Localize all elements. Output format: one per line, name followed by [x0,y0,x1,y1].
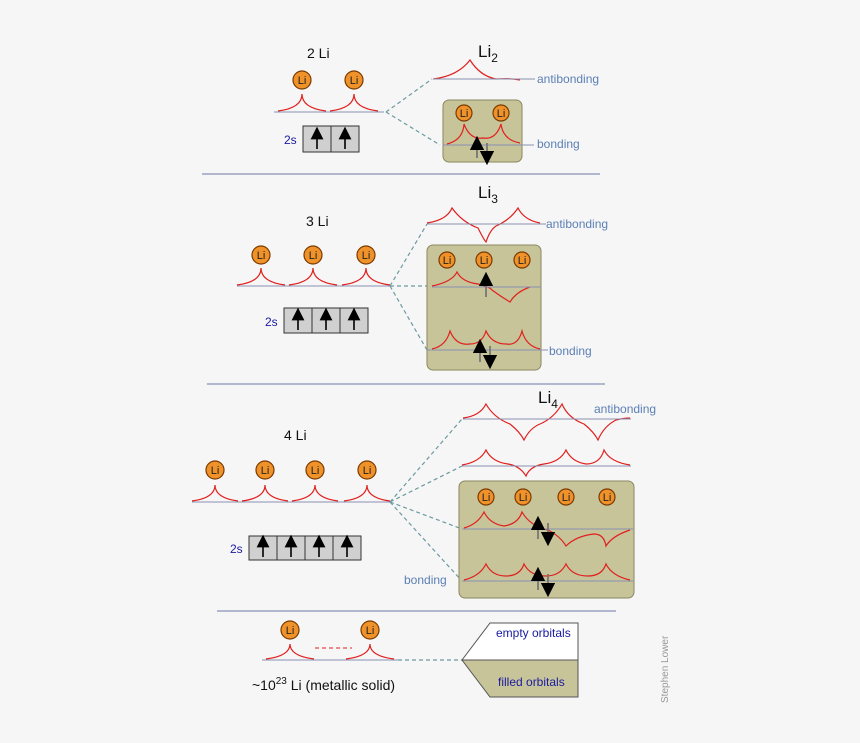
atom: Li [455,104,473,122]
atom: Li [357,460,377,480]
atom-label: Li [286,625,295,637]
atom-label: Li [603,492,612,504]
atom: Li [280,620,300,640]
atom: Li [292,70,312,90]
antibonding-label: antibonding [537,72,599,86]
atom: Li [438,251,456,269]
bonding-box [426,244,542,371]
atom: Li [360,620,380,640]
atom: Li [305,460,325,480]
atom-label: Li [497,108,506,120]
orbital-curve [277,93,327,112]
connector [385,78,433,113]
atom: Li [492,104,510,122]
bonding-box [442,99,523,163]
orbital-curve [288,267,338,286]
atom: Li [557,488,575,506]
orbital-curve [191,484,239,502]
empty-orbitals-label: empty orbitals [496,626,571,640]
section-li3: 3 Li Li Li Li 2s Li3 antibonding Li Li L… [236,183,608,371]
antibonding-curve [426,206,541,244]
atom-label: Li [261,465,270,477]
connector [389,465,463,503]
atom: Li [255,460,275,480]
atom-label: Li [480,255,489,267]
orbital-curve [241,484,289,502]
atom: Li [475,251,493,269]
orbital-curve [345,643,395,660]
subshell-label: 2s [265,315,278,329]
antibonding-curve [432,58,521,81]
molecule-label: Li4 [538,388,558,411]
atom-label: Li [443,255,452,267]
molecule-label: Li2 [478,42,498,65]
atom-label: Li [298,75,307,87]
atom: Li [514,488,532,506]
molecule-label: Li3 [478,183,498,206]
orbital-curve [461,448,631,478]
bonding-label: bonding [537,137,580,151]
bonding-curve [431,328,541,350]
atom-label: Li [309,250,318,262]
atom-label: Li [482,492,491,504]
atom-label: Li [211,465,220,477]
antibonding-label: antibonding [546,217,608,231]
atom: Li [477,488,495,506]
atom: Li [303,245,323,265]
connector [389,418,463,503]
atom-label: Li [350,75,359,87]
bonding-curve [463,562,631,581]
atom-label: Li [519,492,528,504]
atom: Li [356,245,376,265]
atom-label: Li [460,108,469,120]
orbital-curve [343,484,391,502]
filled-orbitals-label: filled orbitals [498,675,565,689]
connector [389,501,463,582]
atom-label: Li [257,250,266,262]
antibonding-curve [462,402,631,442]
bonding-label: bonding [404,573,447,587]
credit-text: Stephen Lower [660,635,671,703]
atoms-label-2li: 2 Li [307,45,330,61]
atom-label: Li [311,465,320,477]
metal-label: ~1023 Li (metallic solid) [252,676,395,693]
atom: Li [251,245,271,265]
atom: Li [598,488,616,506]
atom-label: Li [366,625,375,637]
orbital-curve [265,643,315,660]
orbital-curve [236,267,286,286]
orbital-curve [341,267,391,286]
connector [385,111,441,146]
section-li2: 2 Li Li Li 2s Li2 antibonding [274,42,599,166]
subshell-label: 2s [230,542,243,556]
atom: Li [513,251,531,269]
section-metal: Li Li ~1023 Li (metallic solid) empty or… [252,620,579,698]
atom-label: Li [562,492,571,504]
orbital-curve [329,93,379,112]
subshell-label: 2s [284,133,297,147]
bonding-label: bonding [549,344,592,358]
atom: Li [344,70,364,90]
atom-label: Li [362,250,371,262]
connector [389,223,428,287]
connector [389,285,428,351]
atoms-label-3li: 3 Li [306,213,329,229]
antibonding-label: antibonding [594,402,656,416]
orbital-curve [291,484,339,502]
section-li4: 4 Li Li Li Li Li 2s Li4 antibonding Li L… [191,388,656,599]
atom-label: Li [363,465,372,477]
filled-band [460,659,579,698]
atom: Li [205,460,225,480]
atoms-label-4li: 4 Li [284,427,307,443]
atom-label: Li [518,255,527,267]
connector [389,501,463,530]
